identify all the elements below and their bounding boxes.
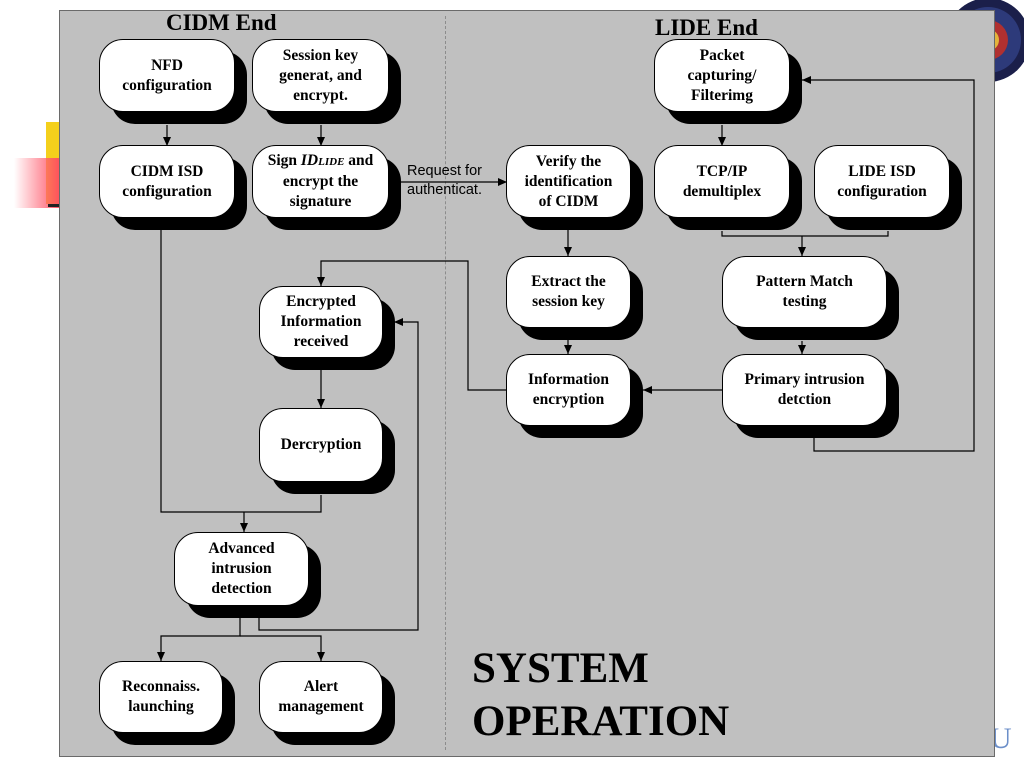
lide-end-header: LIDE End — [655, 15, 758, 40]
sign-id-encrypt-box: Sign IDLIDE and encrypt the signature — [252, 145, 389, 218]
line-decrypt-isd-merge — [160, 230, 322, 513]
panel-divider — [445, 16, 446, 750]
arrow-advanced-to-recon — [157, 618, 241, 661]
cidm-end-header: CIDM End — [166, 10, 277, 35]
reconnaissance-launching-box: Reconnaiss.launching — [99, 661, 223, 733]
arrow-encrypt-to-received — [317, 260, 507, 391]
loop-primary-to-capture — [802, 76, 975, 452]
slide-accent-line — [48, 204, 62, 207]
feedback-advanced-to-received — [258, 318, 419, 631]
university-logo: U — [990, 722, 1012, 755]
decryption-box: Dercryption — [259, 408, 383, 482]
merge-demux-isd — [721, 231, 889, 237]
arrow-advanced-to-alert — [240, 635, 325, 661]
slide-accent-red — [14, 158, 62, 208]
